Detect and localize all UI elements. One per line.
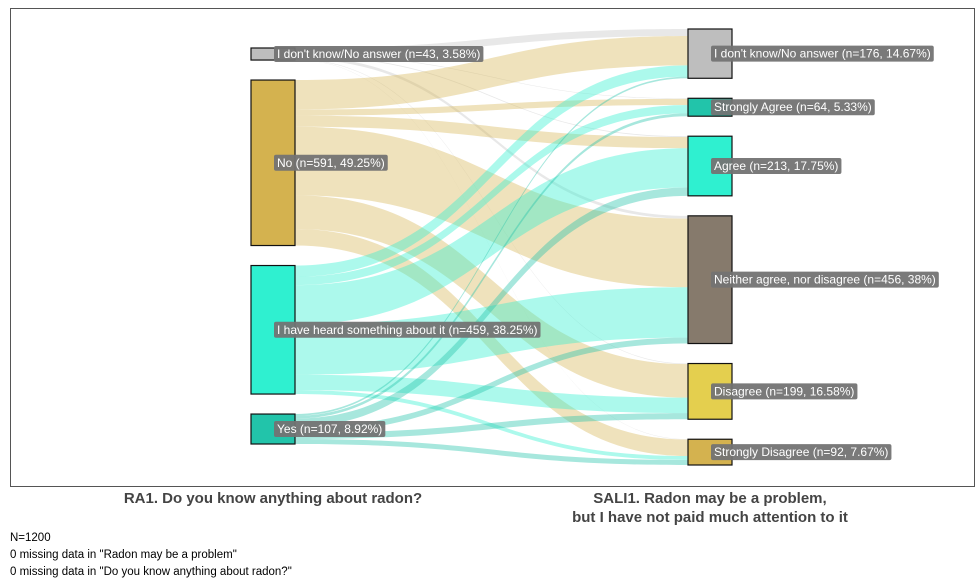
flow-yes-to-ne — [295, 337, 688, 433]
flow-yes-to-sd — [295, 438, 688, 465]
left-label-bg-yes — [274, 421, 386, 438]
flow-no-to-ne — [295, 126, 688, 288]
right-label-bg-ag — [711, 158, 842, 175]
sankey-chart: I don't know/No answer (n=43, 3.58%) No (… — [10, 8, 975, 526]
left-label-yes: Yes (n=107, 8.92%) — [277, 422, 382, 436]
flow-dk-to-di — [295, 59, 688, 365]
footnote-missing-sali: 0 missing data in "Radon may be a proble… — [10, 549, 237, 561]
flow-no-to-dk — [295, 36, 688, 110]
labels-layer: I don't know/No answer (n=43, 3.58%) No (… — [274, 45, 939, 461]
flow-no-to-sd — [295, 229, 688, 457]
left-label-bg-no — [274, 154, 388, 171]
footnote-missing-ra: 0 missing data in "Do you know anything … — [10, 566, 292, 578]
right-label-ne: Neither agree, nor disagree (n=456, 38%) — [714, 273, 936, 287]
flow-heard-to-ag — [295, 148, 688, 325]
right-label-bg-sa — [711, 99, 875, 116]
right-label-sa: Strongly Agree (n=64, 5.33%) — [714, 100, 872, 114]
flow-yes-to-di — [295, 413, 688, 439]
left-axis-title: RA1. Do you know anything about radon? — [124, 490, 422, 507]
panel-border — [10, 8, 975, 487]
flow-yes-to-ag — [295, 187, 688, 427]
left-label-no: No (n=591, 49.25%) — [277, 156, 385, 170]
flows-layer — [295, 29, 688, 465]
flow-heard-to-dk — [295, 65, 688, 277]
flow-yes-to-dk — [295, 76, 688, 416]
flow-heard-to-di — [295, 374, 688, 414]
flow-dk-to-ag — [295, 55, 688, 138]
right-label-ag: Agree (n=213, 17.75%) — [714, 159, 838, 173]
flow-heard-to-sd — [295, 390, 688, 460]
flow-no-to-di — [295, 195, 688, 398]
right-label-bg-sd — [711, 444, 892, 461]
right-label-bg-dk — [711, 45, 934, 62]
left-label-dk: I don't know/No answer (n=43, 3.58%) — [277, 47, 480, 61]
footnote-n: N=1200 — [10, 532, 51, 544]
flow-no-to-sa — [295, 98, 688, 116]
flow-heard-to-sa — [295, 105, 688, 286]
right-label-dk: I don't know/No answer (n=176, 14.67%) — [714, 47, 931, 61]
flow-no-to-ag — [295, 115, 688, 149]
flow-dk-to-ne — [295, 56, 688, 219]
left-label-heard: I have heard something about it (n=459, … — [277, 323, 538, 337]
right-label-bg-ne — [711, 271, 939, 288]
right-axis-title-line1: SALI1. Radon may be a problem, — [593, 490, 826, 507]
flow-dk-to-sd — [295, 59, 688, 440]
left-label-bg-heard — [274, 321, 541, 338]
flow-dk-to-sa — [295, 55, 688, 99]
right-axis-title-line2: but I have not paid much attention to it — [572, 509, 848, 526]
right-label-di: Disagree (n=199, 16.58%) — [714, 384, 854, 398]
left-label-bg-dk — [274, 46, 484, 63]
right-label-sd: Strongly Disagree (n=92, 7.67%) — [714, 445, 888, 459]
flow-yes-to-sa — [295, 113, 688, 419]
right-label-bg-di — [711, 383, 858, 400]
